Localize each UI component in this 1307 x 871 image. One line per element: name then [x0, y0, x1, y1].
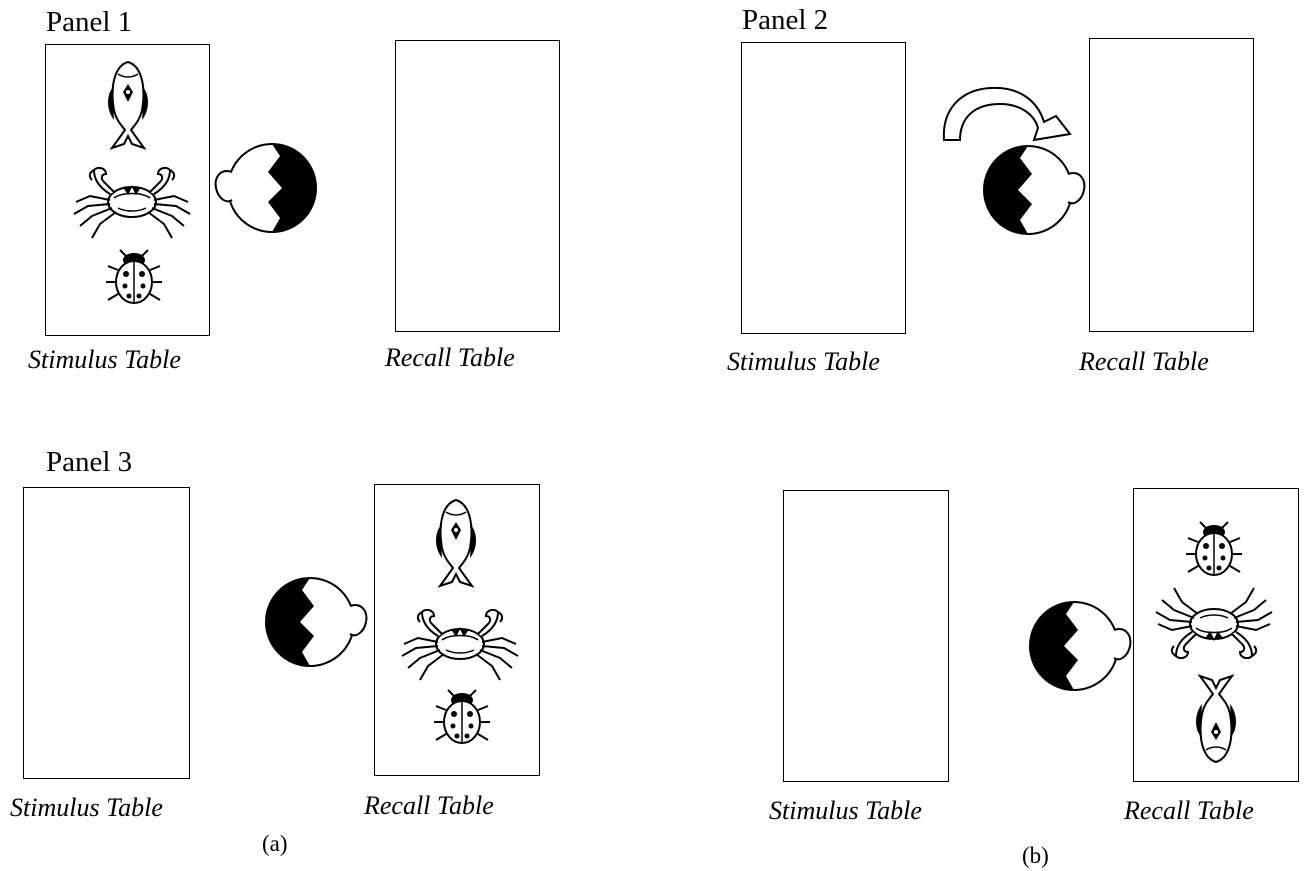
fish-icon — [1195, 675, 1237, 763]
head-icon — [214, 143, 317, 233]
panel-3-title: Panel 3 — [46, 446, 133, 478]
head-icon — [1029, 601, 1132, 691]
panel-2-recall-label: Recall Table — [1079, 347, 1209, 376]
crab-icon — [73, 166, 191, 239]
panel-2-recall-table — [1089, 38, 1254, 332]
panel-2-stimulus-table — [741, 42, 906, 334]
head-icon — [265, 577, 368, 667]
head-icon — [983, 145, 1086, 235]
ladybug-icon — [433, 689, 491, 744]
curved-arrow-icon — [942, 86, 1072, 142]
panel-b-stimulus-label: Stimulus Table — [769, 796, 922, 825]
fish-icon — [107, 61, 149, 149]
panel-3-recall-label: Recall Table — [364, 791, 494, 820]
panel-b-recall-label: Recall Table — [1124, 796, 1254, 825]
ladybug-icon — [1185, 521, 1243, 576]
ladybug-icon — [105, 249, 163, 304]
panel-b-stimulus-table — [783, 490, 949, 782]
panel-1-stimulus-label: Stimulus Table — [28, 345, 181, 374]
panel-3-stimulus-table — [23, 487, 190, 779]
crab-icon — [1155, 587, 1273, 660]
sub-label-a: (a) — [262, 831, 288, 856]
panel-1-title: Panel 1 — [46, 6, 133, 38]
crab-icon — [401, 608, 519, 681]
panel-2-stimulus-label: Stimulus Table — [727, 347, 880, 376]
panel-2-title: Panel 2 — [742, 4, 829, 36]
panel-1-recall-table — [395, 40, 560, 332]
sub-label-b: (b) — [1022, 843, 1049, 868]
fish-icon — [435, 499, 477, 587]
panel-1-recall-label: Recall Table — [385, 343, 515, 372]
panel-3-stimulus-label: Stimulus Table — [10, 793, 163, 822]
